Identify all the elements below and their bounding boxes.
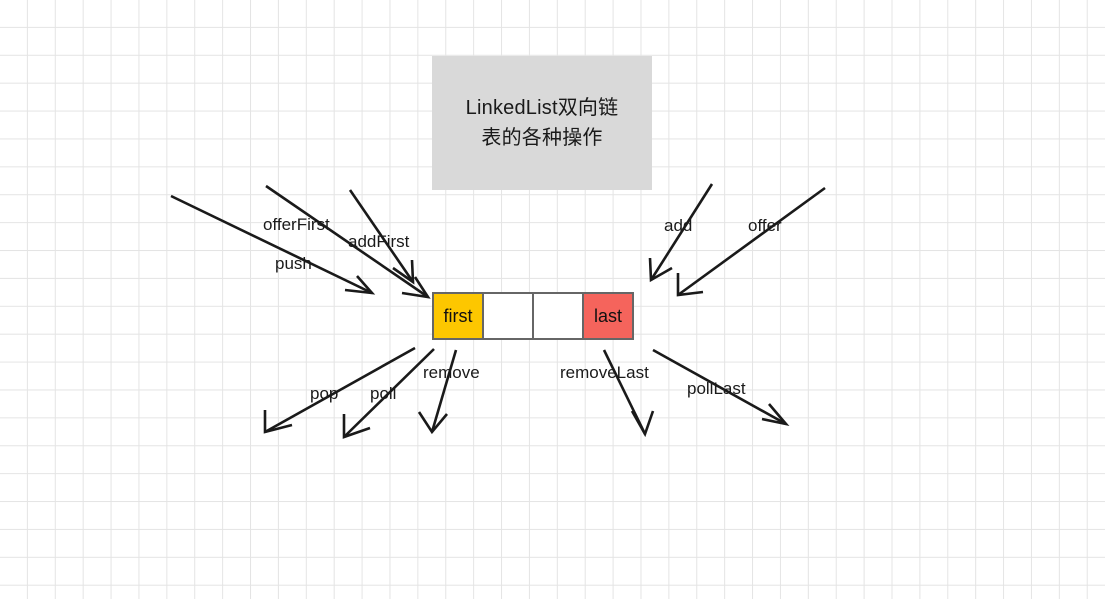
list-cell-last: last (582, 292, 634, 340)
list-cell-first: first (432, 292, 484, 340)
arrow-push (170, 194, 376, 295)
label-polllast: pollLast (687, 379, 746, 398)
label-offer: offer (748, 216, 782, 235)
title-line-1: LinkedList双向链 (465, 97, 619, 119)
list-cell-middle-1 (482, 292, 534, 340)
label-remove: remove (423, 363, 480, 382)
linked-list-structure: first last (432, 292, 634, 340)
label-pop: pop (310, 384, 339, 403)
arrow-poll (342, 348, 435, 439)
title-line-2: 表的各种操作 (481, 127, 603, 149)
arrow-offerfirst (265, 184, 431, 299)
arrow-removelast (602, 349, 655, 438)
title-box: LinkedList双向链 表的各种操作 (432, 56, 652, 190)
label-push: push (275, 254, 312, 273)
label-poll: poll (370, 384, 397, 403)
arrow-offer (676, 186, 826, 297)
arrow-polllast (652, 348, 790, 427)
label-addfirst: addFirst (348, 232, 410, 251)
label-removelast: removeLast (560, 363, 649, 382)
arrow-remove (417, 349, 458, 435)
arrow-addfirst (348, 189, 415, 285)
arrow-pop (263, 346, 416, 434)
title-text: LinkedList双向链 表的各种操作 (457, 93, 627, 153)
arrow-add (648, 183, 714, 283)
label-add: add (664, 216, 693, 235)
list-cell-middle-2 (532, 292, 584, 340)
label-offerfirst: offerFirst (263, 215, 330, 234)
